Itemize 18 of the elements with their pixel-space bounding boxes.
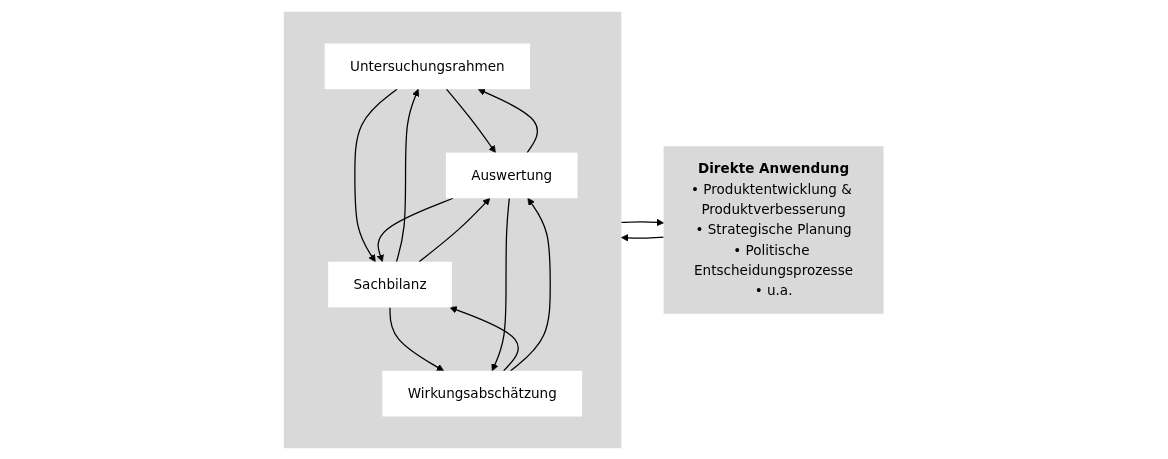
arrow: [354, 88, 398, 262]
arrow: [478, 88, 539, 153]
arrow: [621, 233, 665, 242]
arrow: [418, 197, 491, 262]
arrow: [377, 197, 455, 262]
arrow: [389, 306, 445, 371]
node-box: Sachbilanz: [328, 261, 453, 307]
node-box: Direkte Anwendung • Produktentwicklung & Produktverbesserung • Strategische Planung • Politische Entscheidungsprozesse • u.a.: [663, 145, 884, 314]
arrow: [446, 88, 497, 153]
arrow: [450, 305, 520, 371]
arrow: [491, 197, 511, 371]
node-box: Wirkungsabschätzung: [382, 370, 583, 416]
node-box: Auswertung: [446, 152, 578, 198]
arrow: [396, 88, 420, 262]
cluster: [284, 11, 622, 448]
node-box: Untersuchungsrahmen: [325, 43, 531, 89]
arrow: [510, 197, 552, 371]
arrow: [621, 218, 665, 226]
